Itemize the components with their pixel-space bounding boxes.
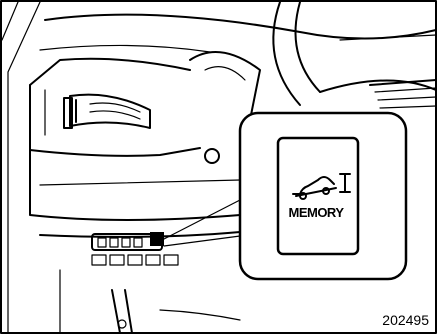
figure-number: 202495 <box>382 312 429 328</box>
dashboard-line <box>40 45 210 52</box>
gauge-ring <box>205 67 245 80</box>
leader-line-bottom <box>164 236 240 246</box>
steering-wheel-inner <box>296 2 321 92</box>
right-vent <box>370 80 436 108</box>
memory-switch-enlarged <box>278 138 358 254</box>
floor-line <box>160 310 240 320</box>
cluster-hood <box>190 52 260 120</box>
column-shaft-2 <box>125 290 132 333</box>
air-vent <box>64 95 150 128</box>
lower-dash-edge <box>30 85 200 156</box>
pillar-line <box>2 2 18 40</box>
knob <box>205 149 219 163</box>
lower-panel-seam <box>40 180 240 185</box>
memory-switch-location <box>150 232 164 246</box>
door-edge <box>8 2 40 333</box>
dashboard-panel-top <box>30 59 190 85</box>
dashboard-top <box>45 15 436 39</box>
memory-label: MEMORY <box>276 205 356 220</box>
